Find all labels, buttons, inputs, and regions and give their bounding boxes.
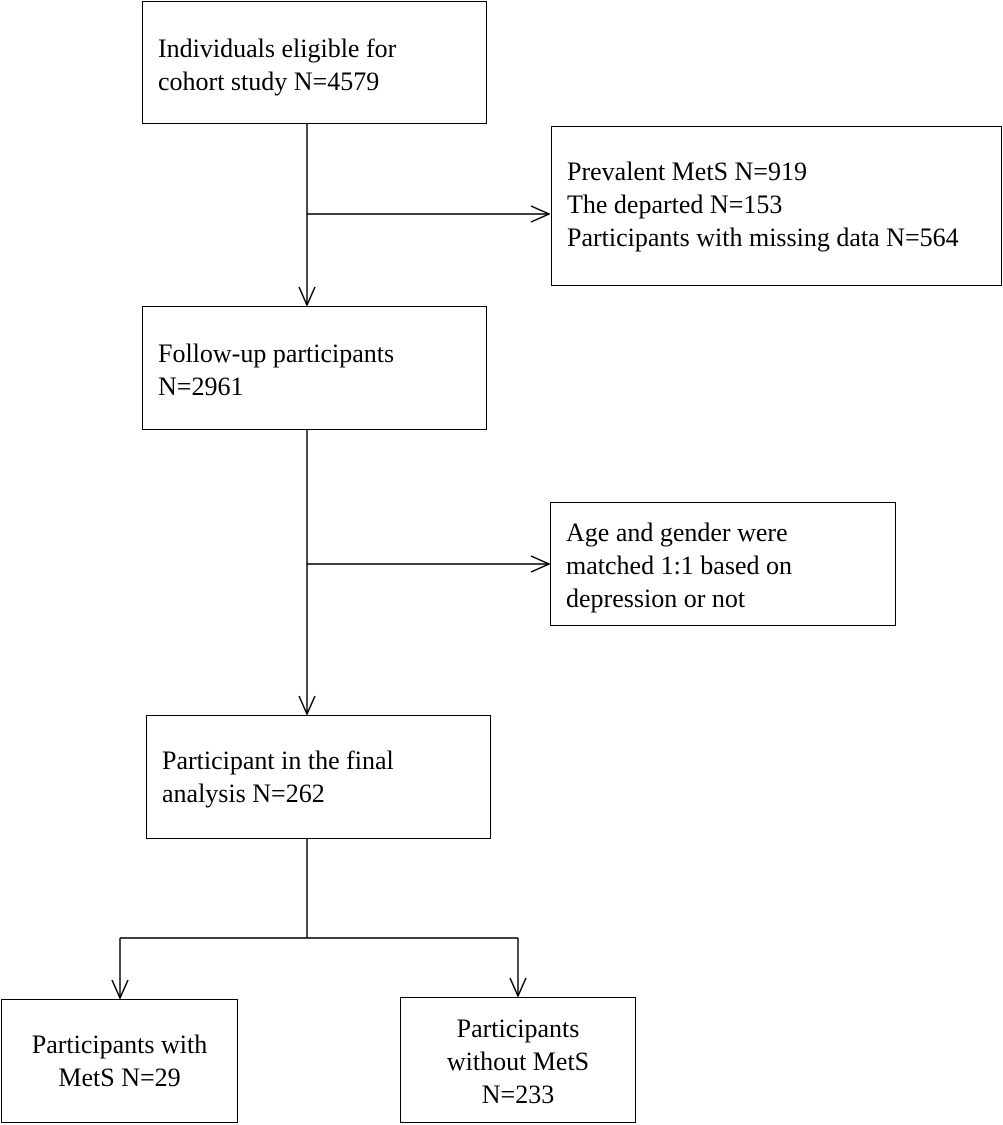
box-text-line: without MetS: [446, 1047, 590, 1076]
box-text-line: analysis N=262: [162, 779, 325, 808]
box-text-line: N=233: [481, 1080, 555, 1109]
final-analysis-box: Participant in the final analysis N=262: [146, 715, 491, 839]
eligible-cohort-box: Individuals eligible for cohort study N=…: [142, 1, 487, 124]
box-text-line: MetS N=29: [58, 1063, 181, 1092]
box-text-line: cohort study N=4579: [158, 67, 380, 96]
followup-participants-box: Follow-up participants N=2961: [142, 306, 487, 430]
without-mets-box: Participants without MetS N=233: [400, 997, 636, 1123]
box-text-line: N=2961: [158, 372, 244, 401]
box-text-line: Prevalent MetS N=919: [567, 157, 807, 186]
box-text-line: Participant in the final: [162, 746, 394, 775]
matching-box: Age and gender were matched 1:1 based on…: [550, 502, 896, 626]
box-text-line: Age and gender were: [566, 518, 788, 547]
box-text-line: Follow-up participants: [158, 339, 395, 368]
box-text-line: matched 1:1 based on: [566, 551, 792, 580]
box-text-line: depression or not: [566, 584, 746, 613]
box-text-line: Participants with missing data N=564: [567, 223, 959, 252]
with-mets-box: Participants with MetS N=29: [1, 999, 238, 1123]
box-text-line: Participants with: [31, 1030, 208, 1059]
exclusion-box: Prevalent MetS N=919 The departed N=153 …: [551, 126, 1002, 286]
box-text-line: Individuals eligible for: [158, 34, 397, 63]
box-text-line: The departed N=153: [567, 190, 783, 219]
box-text-line: Participants: [456, 1014, 580, 1043]
